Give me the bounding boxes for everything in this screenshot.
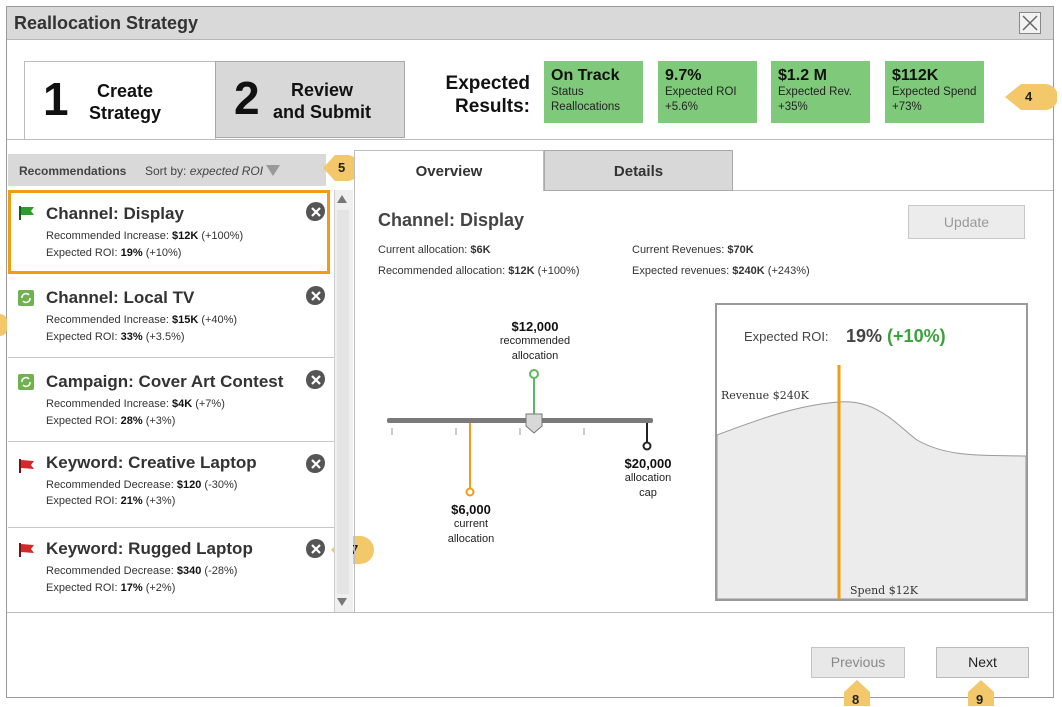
green-flag-icon [19,206,34,220]
tab-baseline [733,190,1053,191]
item-title: Channel: Display [46,204,184,223]
dropdown-arrow-icon [266,165,281,176]
recommendation-item-rugged-laptop[interactable]: Keyword: Rugged Laptop Recommended Decre… [8,528,334,612]
item-line2: Expected ROI: 28% (+3%) [46,415,176,427]
item-line2: Expected ROI: 33% (+3.5%) [46,331,185,343]
roi-chart: Expected ROI: 19% (+10%) Revenue $240K S… [715,303,1028,601]
item-title: Campaign: Cover Art Contest [46,372,284,391]
recommended-allocation: Recommended allocation: $12K (+100%) [378,265,580,277]
item-title: Keyword: Rugged Laptop [46,539,253,558]
scroll-down-icon[interactable] [337,598,347,606]
item-line1: Recommended Decrease: $340 (-28%) [46,565,238,577]
step-number: 2 [234,72,260,124]
allocation-slider[interactable] [380,360,670,500]
item-line2: Expected ROI: 21% (+3%) [46,495,176,507]
divider [7,139,1053,140]
callout-5: 5 [323,154,361,182]
callout-9: 9 [966,680,996,707]
expected-revenues: Expected revenues: $240K (+243%) [632,265,810,277]
spend-label: Spend $12K [850,584,918,597]
recommendation-item-cover-art[interactable]: Campaign: Cover Art Contest Recommended … [8,358,334,442]
item-line1: Recommended Increase: $4K (+7%) [46,398,225,410]
recommendation-item-display[interactable]: Channel: Display Recommended Increase: $… [8,190,330,274]
recycle-icon [18,290,34,306]
remove-icon[interactable] [305,201,325,221]
recycle-icon [18,374,34,390]
current-revenues: Current Revenues: $70K [632,244,754,256]
item-title: Keyword: Creative Laptop [46,453,257,472]
scroll-up-icon[interactable] [337,195,347,203]
recommendation-item-local-tv[interactable]: Channel: Local TV Recommended Increase: … [8,274,334,358]
footer-divider [7,612,1053,613]
previous-button[interactable]: Previous [811,647,905,678]
tab-overview[interactable]: Overview [355,150,544,191]
item-title: Channel: Local TV [46,288,195,307]
close-button[interactable] [1019,12,1041,34]
item-line1: Recommended Decrease: $120 (-30%) [46,479,238,491]
revenue-label: Revenue $240K [721,389,809,402]
red-flag-icon [19,459,34,473]
current-allocation: Current allocation: $6K [378,244,491,256]
result-card-roi: 9.7%Expected ROI+5.6% [658,61,757,123]
scrollbar-thumb[interactable] [337,210,349,594]
callout-4: 4 [1005,83,1057,111]
item-line1: Recommended Increase: $15K (+40%) [46,314,238,326]
pane-divider [354,150,355,612]
remove-icon[interactable] [305,369,325,389]
item-line2: Expected ROI: 17% (+2%) [46,582,176,594]
callout-partial [0,314,7,336]
remove-icon[interactable] [305,453,325,473]
next-button[interactable]: Next [936,647,1029,678]
remove-icon[interactable] [305,538,325,558]
sort-dropdown[interactable]: Sort by: expected ROI [145,164,281,178]
recommendation-item-creative-laptop[interactable]: Keyword: Creative Laptop Recommended Dec… [8,442,334,528]
remove-icon[interactable] [305,285,325,305]
callout-8: 8 [842,680,872,707]
item-line1: Recommended Increase: $12K (+100%) [46,230,244,242]
tab-details[interactable]: Details [544,150,733,191]
slider-handle [525,413,543,434]
detail-title: Channel: Display [378,210,525,230]
item-line2: Expected ROI: 19% (+10%) [46,247,182,259]
recommendations-header: Recommendations [19,164,127,178]
red-flag-icon [19,543,34,557]
dialog-title: Reallocation Strategy [14,13,199,33]
title-bar [7,7,1053,40]
roi-value: 19% (+10%) [846,326,946,346]
close-icon [1022,15,1038,31]
update-button[interactable]: Update [908,205,1025,239]
step-number: 1 [43,73,69,125]
roi-label: Expected ROI: [744,329,829,344]
